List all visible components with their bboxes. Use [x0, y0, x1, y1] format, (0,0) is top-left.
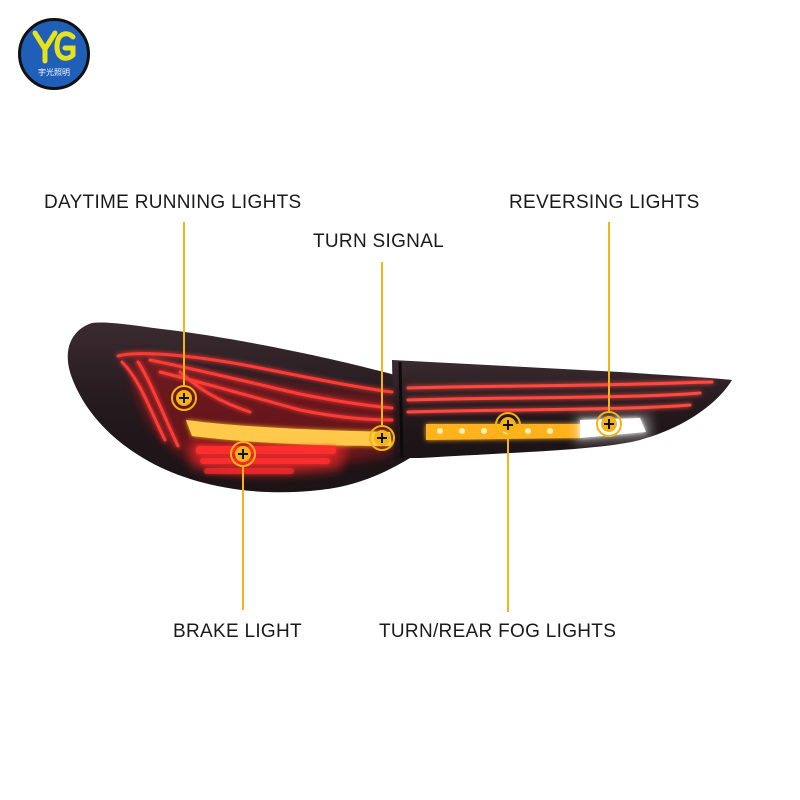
daytime-running-lights-label: DAYTIME RUNNING LIGHTS: [44, 192, 302, 213]
turn-rear-fog-lights-label: TURN/REAR FOG LIGHTS: [379, 621, 617, 642]
turn-fog-marker-icon: [495, 412, 521, 438]
turn-signal-label: TURN SIGNAL: [313, 231, 445, 252]
turn-signal-marker-icon: [369, 425, 395, 451]
drl-marker-icon: [171, 385, 197, 411]
turn-fog-band: [426, 424, 580, 440]
brake-light-marker-icon: [230, 441, 256, 467]
logo-caption: 宇光照明: [38, 68, 70, 77]
brand-logo: 宇光照明: [18, 18, 90, 90]
brake-light-label: BRAKE LIGHT: [173, 621, 302, 642]
callout-markers: [171, 385, 622, 467]
logo-mark-icon: [32, 30, 76, 64]
reversing-marker-icon: [596, 411, 622, 437]
reversing-lights-label: REVERSING LIGHTS: [509, 192, 700, 213]
